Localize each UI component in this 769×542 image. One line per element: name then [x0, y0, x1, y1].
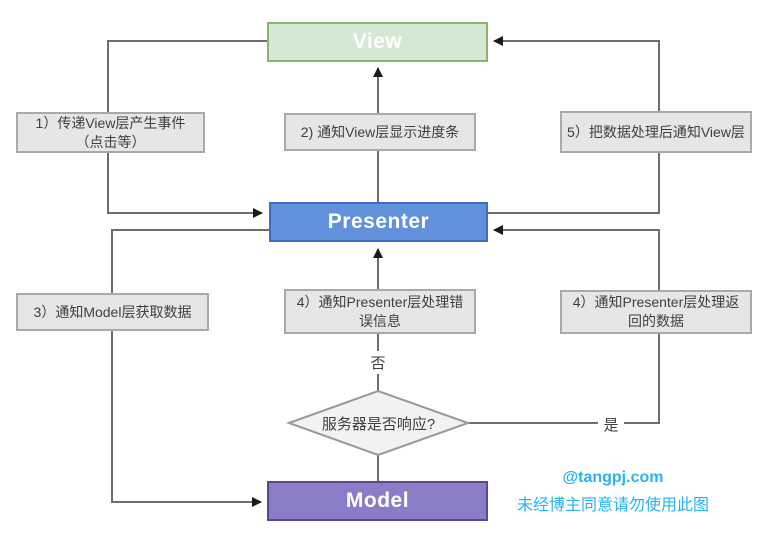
step-4-data-label: 4）通知Presenter层处理返回的数据 — [572, 294, 740, 329]
step-5-label: 5）把数据处理后通知View层 — [567, 123, 745, 140]
node-view-label: View — [352, 30, 403, 53]
node-presenter-label: Presenter — [327, 210, 430, 233]
step-2-label: 2) 通知View层显示进度条 — [300, 123, 460, 140]
decision-label: 服务器是否响应? — [321, 415, 436, 433]
watermark-handle: @tangpj.com — [562, 469, 664, 486]
node-model: Model — [267, 481, 488, 521]
decision-diamond — [286, 389, 471, 457]
step-4-error-label: 4）通知Presenter层处理错误信息 — [296, 293, 464, 329]
step-box-3: 3）通知Model层获取数据 — [16, 293, 209, 331]
step-box-2: 2) 通知View层显示进度条 — [284, 113, 476, 151]
step-box-1: 1）传递View层产生事件（点击等） — [16, 112, 205, 153]
node-presenter: Presenter — [269, 202, 488, 242]
step-3-label: 3）通知Model层获取数据 — [33, 303, 192, 320]
branch-label-no: 否 — [365, 351, 391, 374]
step-1-label: 1）传递View层产生事件（点击等） — [35, 114, 186, 150]
step-box-4-error: 4）通知Presenter层处理错误信息 — [284, 289, 476, 334]
step-box-5: 5）把数据处理后通知View层 — [560, 111, 752, 153]
branch-label-yes: 是 — [598, 413, 624, 436]
node-model-label: Model — [345, 489, 410, 512]
node-view: View — [267, 22, 488, 62]
step-box-4-data: 4）通知Presenter层处理返回的数据 — [560, 290, 752, 334]
watermark-notice: 未经博主同意请勿使用此图 — [516, 497, 709, 514]
edge-presenter-to-model-fetch — [111, 229, 270, 507]
